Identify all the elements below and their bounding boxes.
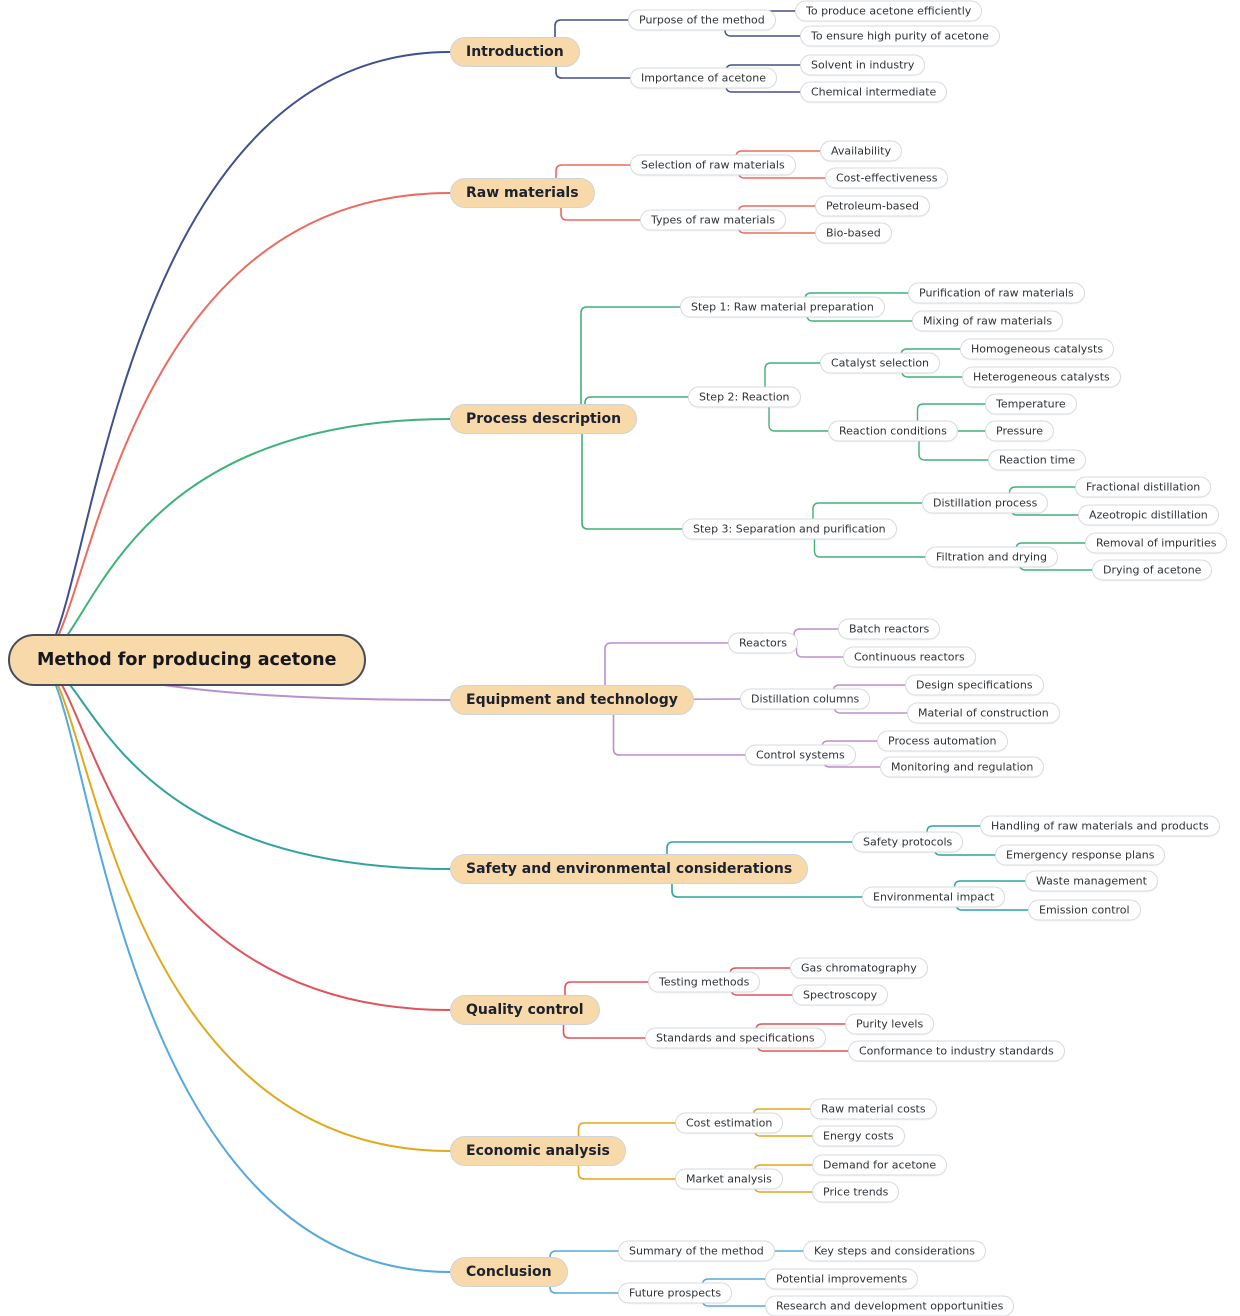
link-process-description-step-1-raw-material-preparation: [479, 306, 683, 420]
node-types-of-raw-materials[interactable]: Types of raw materials: [640, 209, 786, 231]
node-step-3-separation-and-purification[interactable]: Step 3: Separation and purification: [682, 518, 897, 540]
node-quality-control[interactable]: Quality control: [450, 995, 600, 1025]
node-economic-analysis[interactable]: Economic analysis: [450, 1136, 626, 1166]
node-control-systems[interactable]: Control systems: [745, 744, 856, 766]
node-petroleum-based[interactable]: Petroleum-based: [815, 195, 931, 217]
node-monitoring-and-regulation[interactable]: Monitoring and regulation: [880, 756, 1045, 778]
node-fractional-distillation[interactable]: Fractional distillation: [1075, 476, 1212, 498]
node-safety-protocols[interactable]: Safety protocols: [852, 831, 964, 853]
node-future-prospects[interactable]: Future prospects: [618, 1282, 733, 1304]
node-mixing-of-raw-materials[interactable]: Mixing of raw materials: [912, 310, 1064, 332]
node-material-of-construction[interactable]: Material of construction: [907, 702, 1060, 724]
node-batch-reactors[interactable]: Batch reactors: [838, 618, 941, 640]
node-step-2-reaction[interactable]: Step 2: Reaction: [688, 386, 801, 408]
node-distillation-columns[interactable]: Distillation columns: [740, 688, 871, 710]
node-method-for-producing-acetone[interactable]: Method for producing acetone: [8, 634, 366, 686]
node-catalyst-selection[interactable]: Catalyst selection: [820, 352, 941, 374]
node-standards-and-specifications[interactable]: Standards and specifications: [645, 1027, 826, 1049]
node-heterogeneous-catalysts[interactable]: Heterogeneous catalysts: [962, 366, 1121, 388]
link-method-for-producing-acetone-economic-analysis: [36, 659, 451, 1152]
node-chemical-intermediate[interactable]: Chemical intermediate: [800, 81, 948, 103]
link-method-for-producing-acetone-raw-materials: [36, 192, 451, 661]
node-to-produce-acetone-efficiently[interactable]: To produce acetone efficiently: [795, 0, 983, 22]
node-summary-of-the-method[interactable]: Summary of the method: [618, 1240, 775, 1262]
link-process-description-step-3-separation-and-purification: [479, 418, 685, 530]
node-distillation-process[interactable]: Distillation process: [922, 492, 1049, 514]
node-importance-of-acetone[interactable]: Importance of acetone: [630, 67, 777, 89]
node-testing-methods[interactable]: Testing methods: [648, 971, 761, 993]
node-purification-of-raw-materials[interactable]: Purification of raw materials: [908, 282, 1085, 304]
node-step-1-raw-material-preparation[interactable]: Step 1: Raw material preparation: [680, 296, 885, 318]
node-emission-control[interactable]: Emission control: [1028, 899, 1141, 921]
node-research-and-development-opportunities[interactable]: Research and development opportunities: [765, 1295, 1015, 1316]
node-availability[interactable]: Availability: [820, 140, 902, 162]
node-introduction[interactable]: Introduction: [450, 37, 580, 67]
node-conclusion[interactable]: Conclusion: [450, 1257, 568, 1287]
node-equipment-and-technology[interactable]: Equipment and technology: [450, 685, 694, 715]
node-safety-and-environmental-considerations[interactable]: Safety and environmental considerations: [450, 854, 809, 884]
node-pressure[interactable]: Pressure: [985, 420, 1054, 442]
node-key-steps-and-considerations[interactable]: Key steps and considerations: [803, 1240, 987, 1262]
link-method-for-producing-acetone-safety-and-environmental-considerations: [36, 659, 451, 870]
node-waste-management[interactable]: Waste management: [1025, 870, 1158, 892]
node-to-ensure-high-purity-of-acetone[interactable]: To ensure high purity of acetone: [800, 25, 1000, 47]
node-energy-costs[interactable]: Energy costs: [812, 1125, 905, 1147]
node-handling-of-raw-materials-and-products[interactable]: Handling of raw materials and products: [980, 815, 1220, 837]
node-purpose-of-the-method[interactable]: Purpose of the method: [628, 9, 776, 31]
link-method-for-producing-acetone-conclusion: [36, 659, 451, 1273]
node-continuous-reactors[interactable]: Continuous reactors: [843, 646, 976, 668]
link-method-for-producing-acetone-process-description: [36, 418, 451, 661]
node-potential-improvements[interactable]: Potential improvements: [765, 1268, 919, 1290]
node-design-specifications[interactable]: Design specifications: [905, 674, 1044, 696]
node-drying-of-acetone[interactable]: Drying of acetone: [1092, 559, 1213, 581]
node-gas-chromatography[interactable]: Gas chromatography: [790, 957, 928, 979]
node-market-analysis[interactable]: Market analysis: [675, 1168, 783, 1190]
node-emergency-response-plans[interactable]: Emergency response plans: [995, 844, 1166, 866]
node-filtration-and-drying[interactable]: Filtration and drying: [925, 546, 1058, 568]
node-homogeneous-catalysts[interactable]: Homogeneous catalysts: [960, 338, 1115, 360]
node-reaction-time[interactable]: Reaction time: [988, 449, 1087, 471]
node-cost-effectiveness[interactable]: Cost-effectiveness: [825, 167, 949, 189]
node-cost-estimation[interactable]: Cost estimation: [675, 1112, 784, 1134]
node-raw-material-costs[interactable]: Raw material costs: [810, 1098, 937, 1120]
node-process-description[interactable]: Process description: [450, 404, 638, 434]
node-environmental-impact[interactable]: Environmental impact: [862, 886, 1006, 908]
link-method-for-producing-acetone-introduction: [36, 51, 451, 661]
node-solvent-in-industry[interactable]: Solvent in industry: [800, 54, 926, 76]
node-spectroscopy[interactable]: Spectroscopy: [792, 984, 889, 1006]
node-azeotropic-distillation[interactable]: Azeotropic distillation: [1078, 504, 1219, 526]
node-purity-levels[interactable]: Purity levels: [845, 1013, 935, 1035]
node-reactors[interactable]: Reactors: [728, 632, 799, 654]
node-removal-of-impurities[interactable]: Removal of impurities: [1085, 532, 1228, 554]
node-raw-materials[interactable]: Raw materials: [450, 178, 595, 208]
node-conformance-to-industry-standards[interactable]: Conformance to industry standards: [848, 1040, 1065, 1062]
node-temperature[interactable]: Temperature: [985, 393, 1077, 415]
node-price-trends[interactable]: Price trends: [812, 1181, 900, 1203]
node-process-automation[interactable]: Process automation: [877, 730, 1008, 752]
node-reaction-conditions[interactable]: Reaction conditions: [828, 420, 958, 442]
node-demand-for-acetone[interactable]: Demand for acetone: [812, 1154, 948, 1176]
node-bio-based[interactable]: Bio-based: [815, 222, 892, 244]
node-selection-of-raw-materials[interactable]: Selection of raw materials: [630, 154, 796, 176]
